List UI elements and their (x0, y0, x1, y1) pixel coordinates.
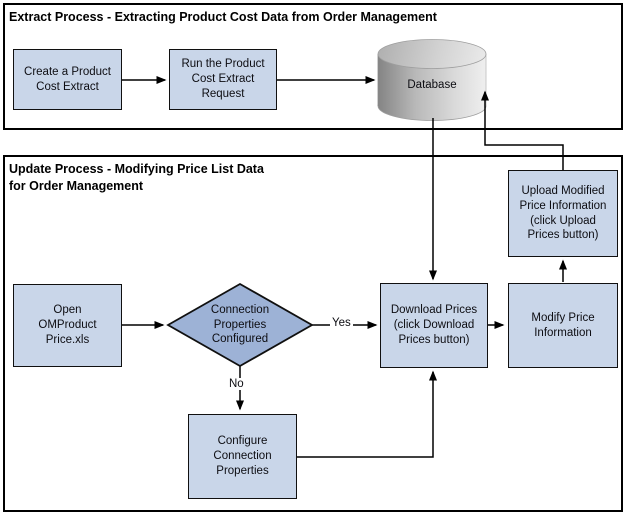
edge-configure-to-download (297, 370, 437, 458)
decision-diamond-shape (166, 282, 314, 368)
extract-section-title: Extract Process - Extracting Product Cos… (9, 10, 437, 24)
node-upload-modified-price-information: Upload Modified Price Information (click… (508, 170, 618, 257)
update-process-section (3, 155, 623, 512)
edge-label-yes: Yes (330, 317, 353, 329)
database-label: Database (407, 78, 457, 91)
node-create-product-cost-extract: Create a Product Cost Extract (13, 49, 122, 110)
node-run-product-cost-extract-request: Run the Product Cost Extract Request (169, 49, 277, 110)
update-section-title: Update Process - Modifying Price List Da… (9, 162, 264, 193)
node-modify-price-information: Modify Price Information (508, 283, 618, 368)
database-cylinder-icon (377, 39, 487, 121)
decision-diamond-label: Connection Properties Configured (210, 304, 270, 346)
node-open-omproduct-price-xls: Open OMProduct Price.xls (13, 284, 122, 367)
edge-upload-to-database (481, 90, 564, 171)
extract-process-section (3, 3, 623, 130)
edge-label-no: No (227, 378, 246, 390)
node-configure-connection-properties: Configure Connection Properties (188, 414, 297, 499)
node-download-prices: Download Prices (click Download Prices b… (380, 283, 488, 368)
